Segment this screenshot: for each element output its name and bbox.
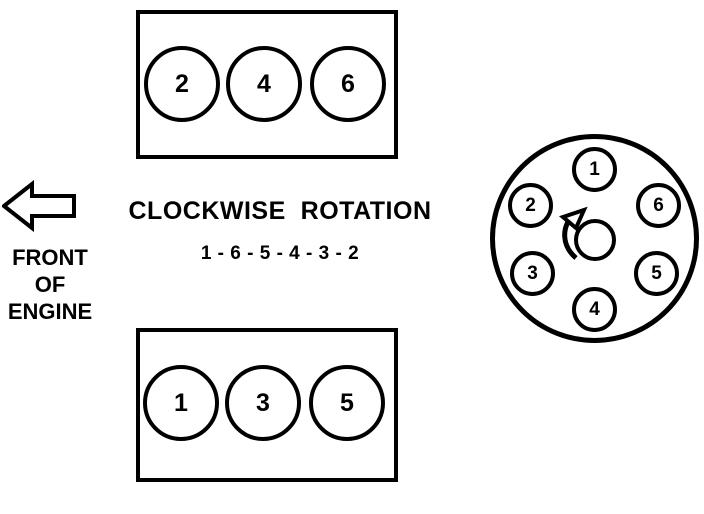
distributor-cap: 1 2 6 3 5 4 bbox=[490, 134, 699, 343]
distributor-terminal-5: 5 bbox=[634, 251, 679, 296]
terminal-label: 3 bbox=[527, 263, 538, 284]
left-arrow-icon bbox=[2, 180, 76, 232]
distributor-terminal-6: 6 bbox=[636, 183, 681, 228]
cylinder-6: 6 bbox=[310, 46, 386, 122]
cylinder-label: 4 bbox=[257, 69, 271, 98]
distributor-terminal-2: 2 bbox=[508, 183, 553, 228]
rotation-title: CLOCKWISE ROTATION bbox=[128, 197, 432, 225]
terminal-label: 4 bbox=[589, 299, 600, 320]
terminal-label: 1 bbox=[589, 159, 600, 180]
terminal-label: 2 bbox=[525, 195, 536, 216]
front-label-line3: ENGINE bbox=[7, 298, 93, 324]
cylinder-label: 2 bbox=[175, 69, 189, 98]
cylinder-label: 1 bbox=[174, 388, 188, 417]
terminal-label: 5 bbox=[651, 263, 662, 284]
distributor-terminal-1: 1 bbox=[572, 147, 617, 192]
cylinder-5: 5 bbox=[309, 365, 385, 441]
distributor-terminal-4: 4 bbox=[572, 287, 617, 332]
rotor-clockwise-arrow-icon bbox=[558, 206, 616, 261]
cylinder-label: 3 bbox=[256, 388, 270, 417]
cylinder-3: 3 bbox=[225, 365, 301, 441]
firing-order-text: 1 - 6 - 5 - 4 - 3 - 2 bbox=[200, 243, 360, 264]
terminal-label: 6 bbox=[653, 195, 664, 216]
cylinder-label: 6 bbox=[341, 69, 355, 98]
front-of-engine-label: FRONT OF ENGINE bbox=[0, 245, 100, 325]
cylinder-1: 1 bbox=[143, 365, 219, 441]
cylinder-label: 5 bbox=[340, 388, 354, 417]
cylinder-2: 2 bbox=[144, 46, 220, 122]
distributor-terminal-3: 3 bbox=[510, 251, 555, 296]
front-label-line1: FRONT bbox=[12, 245, 88, 270]
front-label-line2: OF bbox=[34, 271, 66, 297]
cylinder-4: 4 bbox=[226, 46, 302, 122]
